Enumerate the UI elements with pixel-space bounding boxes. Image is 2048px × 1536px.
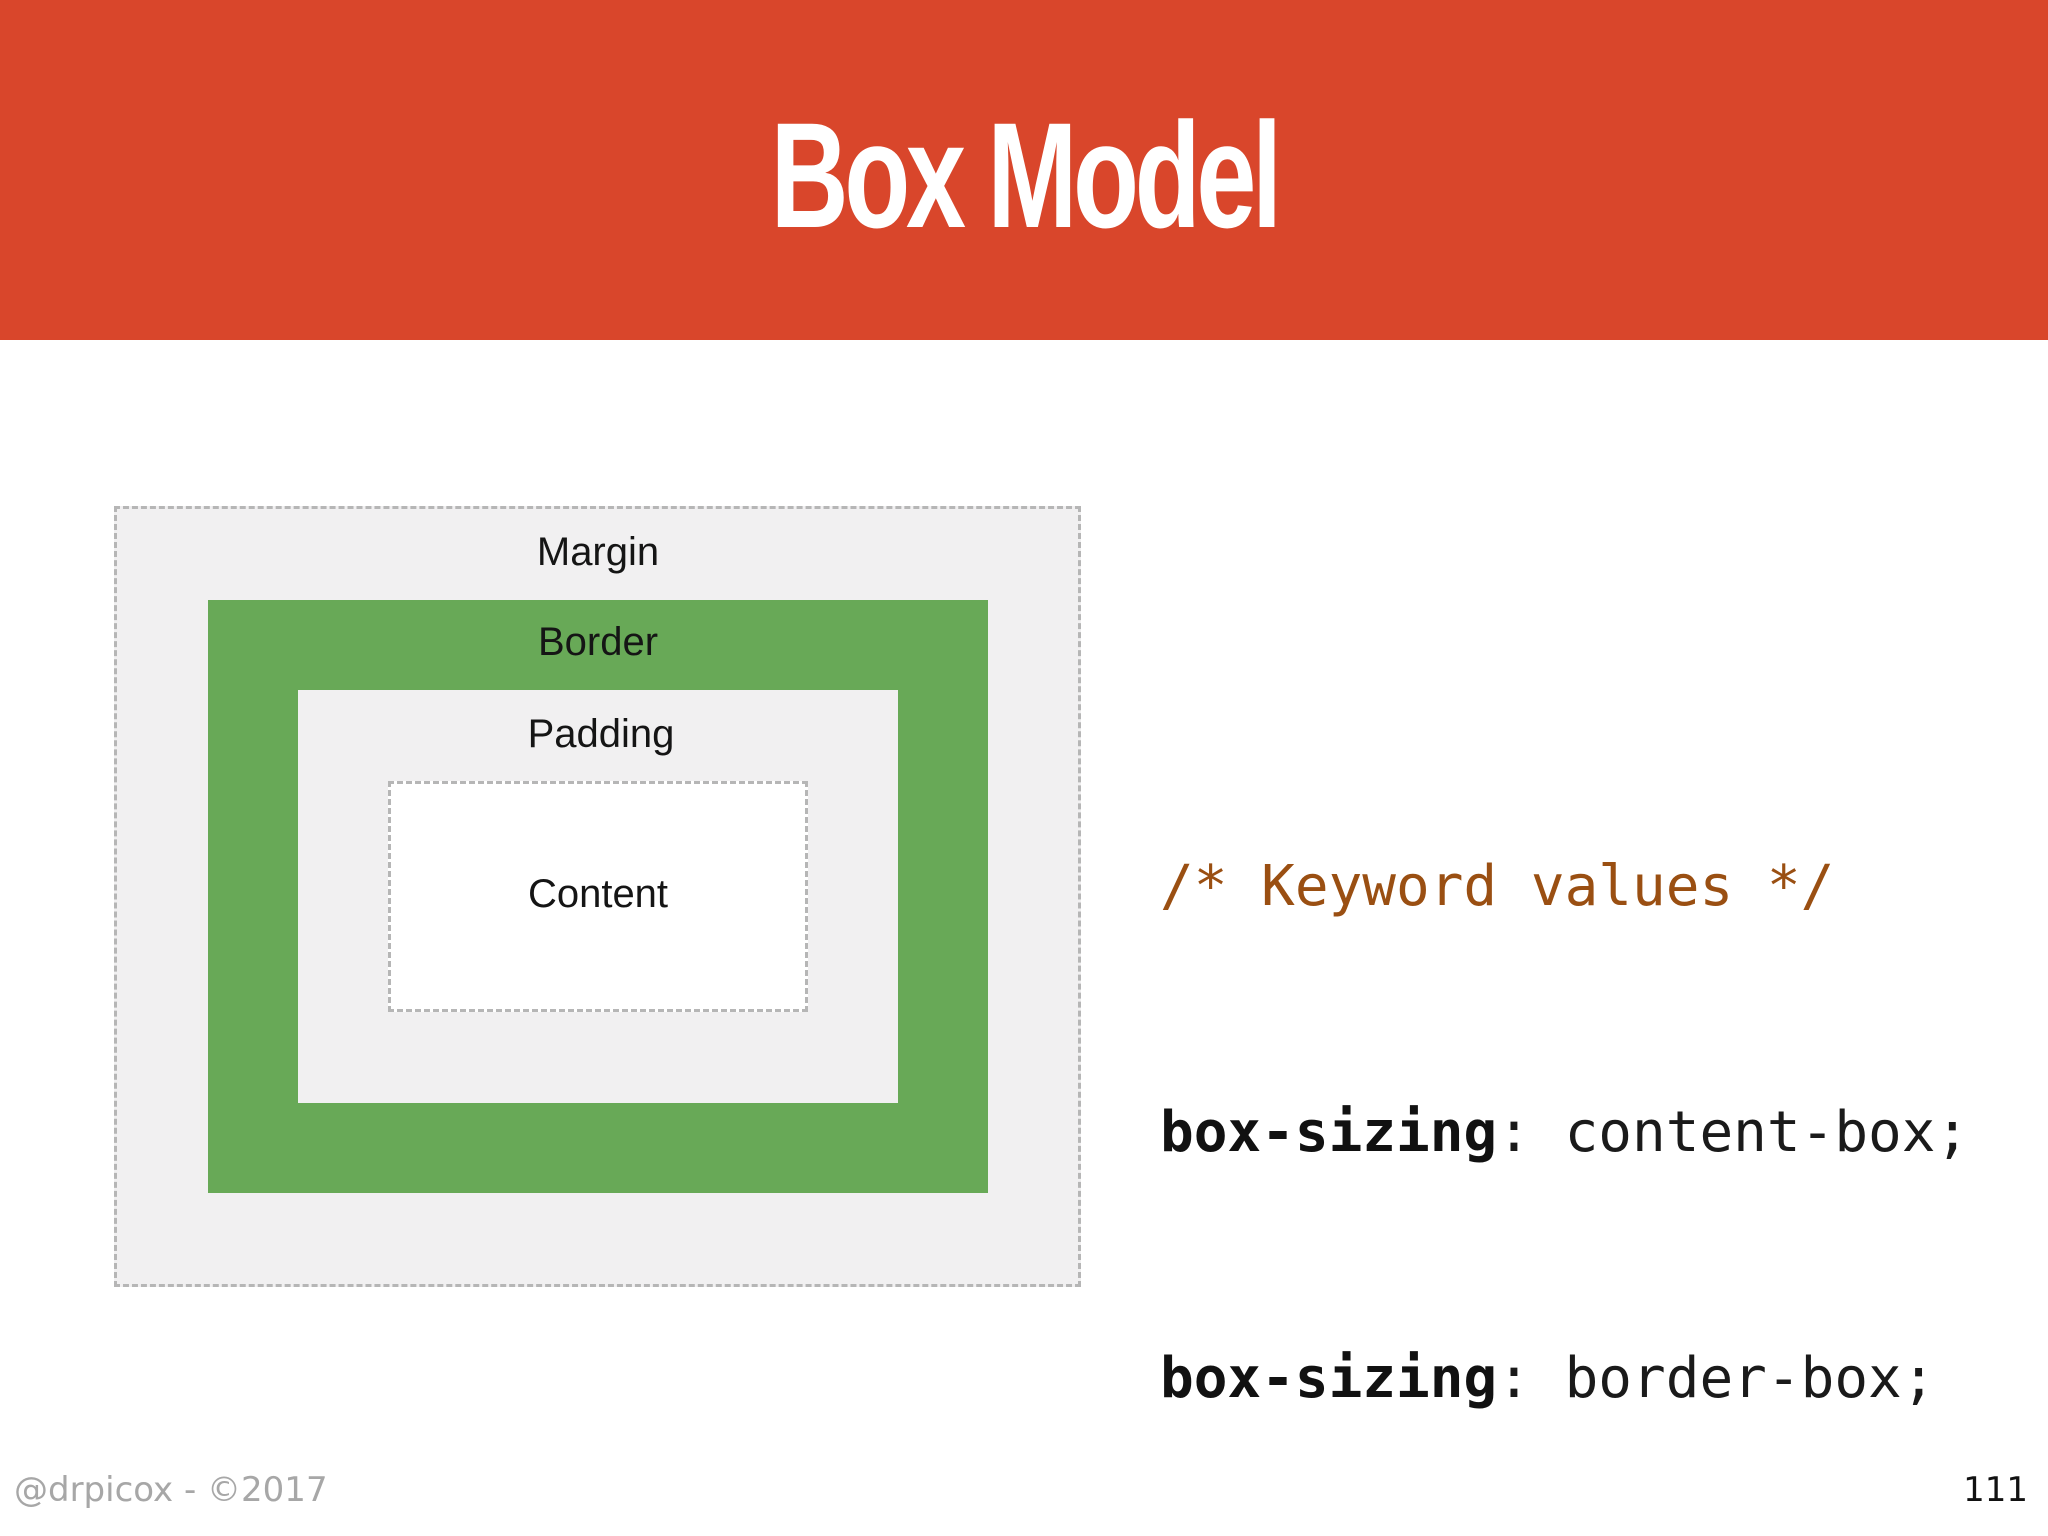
code-value: content-box;: [1564, 1100, 1970, 1165]
border-label: Border: [537, 620, 659, 664]
box-model-diagram: Margin Border Padding Content: [114, 506, 1081, 1287]
content-area: [388, 781, 808, 1012]
title-bar: Box Model: [0, 0, 2048, 340]
code-separator: :: [1497, 1346, 1565, 1411]
code-separator: :: [1497, 1100, 1565, 1165]
footer-credit: @drpicox - ©2017: [14, 1470, 328, 1510]
code-snippet: /* Keyword values */ box-sizing: content…: [1160, 682, 1969, 1536]
code-property: box-sizing: [1160, 1100, 1498, 1165]
content-label: Content: [527, 872, 669, 916]
code-comment: /* Keyword values */: [1160, 854, 1835, 919]
page-title: Box Model: [770, 91, 1281, 259]
code-line-1: box-sizing: content-box;: [1160, 1092, 1969, 1174]
padding-label: Padding: [527, 712, 675, 756]
code-value: border-box;: [1564, 1346, 1936, 1411]
code-line-2: box-sizing: border-box;: [1160, 1338, 1969, 1420]
page-number: 111: [1963, 1470, 2028, 1510]
code-property: box-sizing: [1160, 1346, 1498, 1411]
margin-label: Margin: [536, 530, 660, 574]
